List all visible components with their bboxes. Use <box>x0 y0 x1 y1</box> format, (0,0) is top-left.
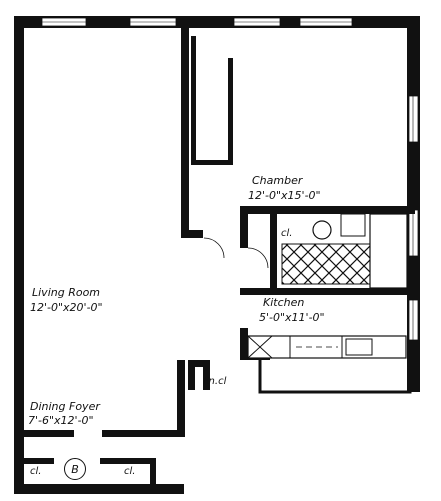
dining-foyer-name: Dining Foyer <box>30 400 100 413</box>
toilet <box>312 220 332 240</box>
living-room-dims: 12'-0"x20'-0" <box>30 301 103 314</box>
door-swings <box>203 237 269 269</box>
windows <box>41 17 419 341</box>
living-room-name: Living Room <box>32 286 101 299</box>
bath-tub <box>369 213 408 289</box>
kitchen-dims: 5'-0"x11'-0" <box>259 311 325 324</box>
chamber-dims: 12'-0"x15'-0" <box>248 189 321 202</box>
foyer-closet-left-label: cl. <box>30 466 42 477</box>
chamber-name: Chamber <box>252 174 303 187</box>
linen-closet-label: lin.cl <box>203 376 227 387</box>
dining-foyer-dims: 7'-6"x12'-0" <box>28 414 94 427</box>
kitchen-outer-wall <box>258 352 412 394</box>
unit-badge: B <box>64 458 86 480</box>
kitchen-counter <box>247 335 407 359</box>
kitchen-name: Kitchen <box>263 296 305 309</box>
chamber-closet-label: cl. <box>281 228 293 239</box>
bath-tile-floor <box>281 243 371 285</box>
foyer-closet-right-label: cl. <box>124 466 136 477</box>
sink <box>340 213 366 237</box>
